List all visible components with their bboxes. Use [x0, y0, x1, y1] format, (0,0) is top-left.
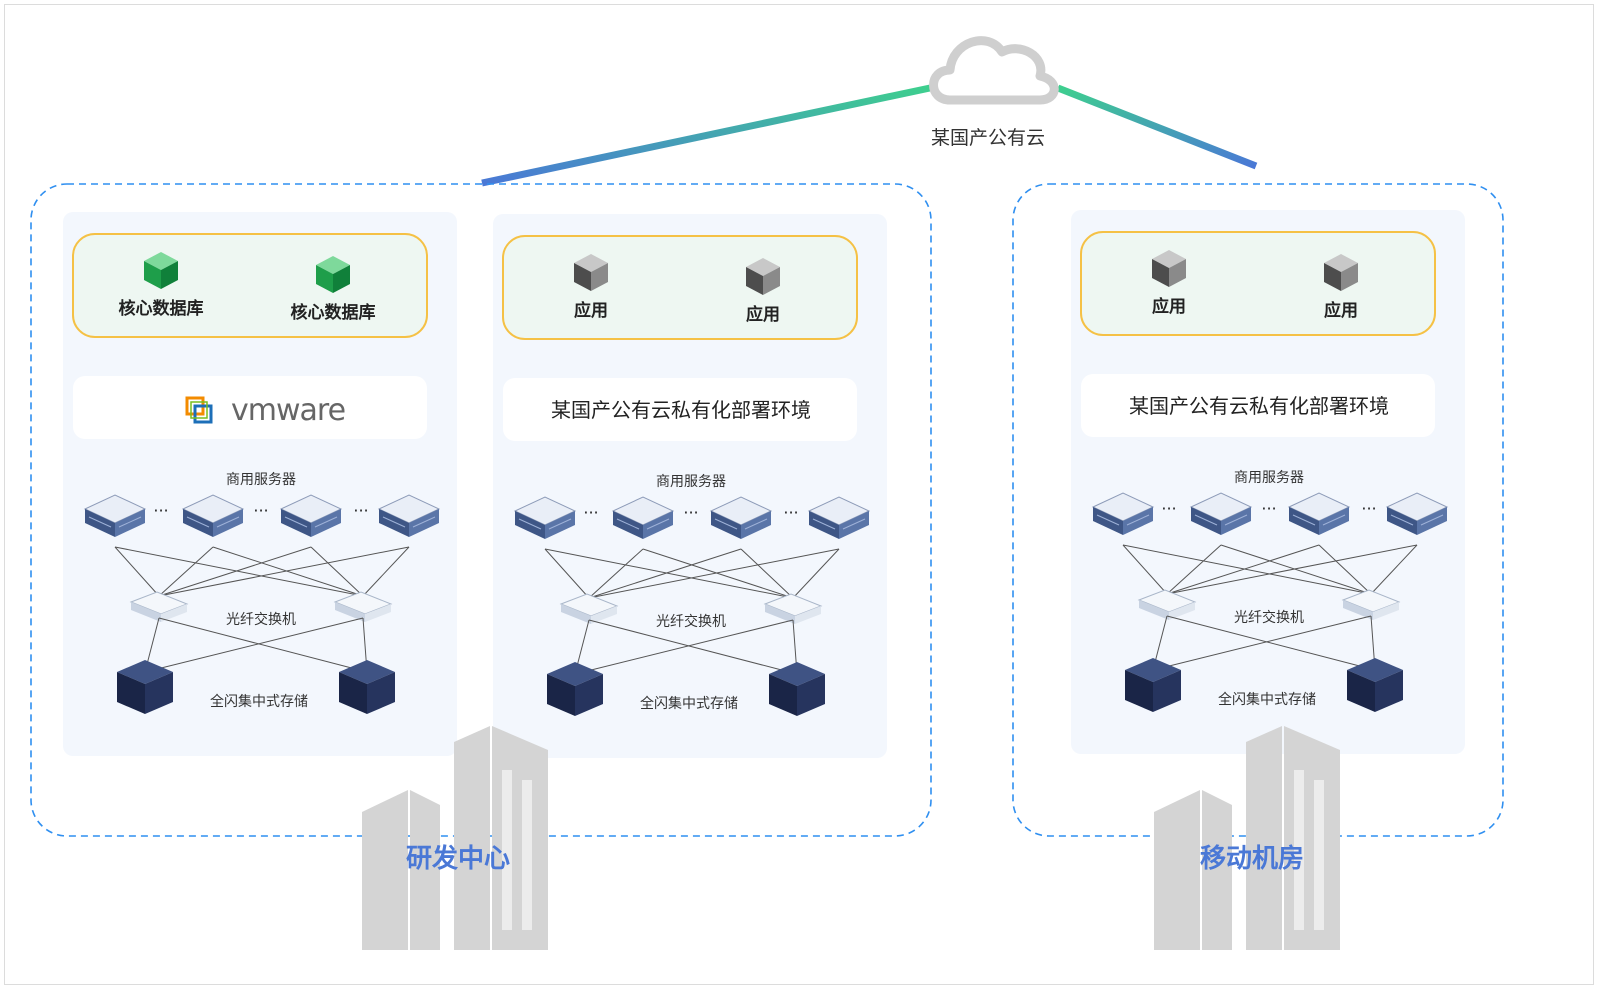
servers-label: 商用服务器 — [226, 472, 296, 488]
ellipsis-glyph: ··· — [253, 501, 268, 520]
platform-box — [503, 378, 857, 441]
top-item-label: 应用 — [574, 300, 608, 321]
building-icon-mobile — [1154, 726, 1340, 950]
site-label-rd: 研发中心 — [406, 843, 510, 874]
ellipsis-glyph: ··· — [583, 503, 598, 522]
image-frame — [4, 4, 1594, 985]
cloud-label: 某国产公有云 — [931, 127, 1045, 149]
switch-label: 光纤交换机 — [656, 613, 726, 630]
site-container-mobile — [1012, 183, 1504, 837]
switch-label: 光纤交换机 — [226, 611, 296, 628]
top-item-label: 应用 — [1324, 300, 1358, 321]
ellipsis-glyph: ··· — [1161, 499, 1176, 518]
platform-box — [1081, 374, 1435, 437]
servers-label: 商用服务器 — [656, 474, 726, 490]
storage-label: 全闪集中式存储 — [210, 693, 308, 710]
platform-label: vmware — [231, 393, 345, 428]
cloud-icon — [929, 36, 1059, 105]
top-item-label: 核心数据库 — [291, 302, 376, 323]
link-rd-to-cloud — [481, 84, 931, 187]
servers-label: 商用服务器 — [1234, 470, 1304, 486]
ellipsis-glyph: ··· — [683, 503, 698, 522]
panel-core-database: 核心数据库 核心数据库 vmware 商用服务器 ··· ··· ··· 光纤交换机全闪集中式… — [63, 212, 457, 756]
top-item-label: 应用 — [746, 304, 780, 325]
platform-box — [73, 376, 427, 439]
switch-label: 光纤交换机 — [1234, 609, 1304, 626]
link-cloud-to-mobile — [1056, 84, 1258, 170]
ellipsis-glyph: ··· — [783, 503, 798, 522]
ellipsis-glyph: ··· — [353, 501, 368, 520]
top-item-label: 应用 — [1152, 296, 1186, 317]
top-item-label: 核心数据库 — [119, 298, 204, 319]
vmware-logo-icon — [185, 396, 213, 424]
fabric-links — [544, 548, 840, 599]
platform-label: 某国产公有云私有化部署环境 — [1129, 394, 1389, 418]
storage-label: 全闪集中式存储 — [640, 695, 738, 712]
storage-label: 全闪集中式存储 — [1218, 691, 1316, 708]
ellipsis-glyph: ··· — [153, 501, 168, 520]
ellipsis-glyph: ··· — [1261, 499, 1276, 518]
fabric-links — [1122, 544, 1418, 595]
fabric-links — [114, 546, 410, 597]
building-icon-rd — [362, 726, 548, 950]
ellipsis-glyph: ··· — [1361, 499, 1376, 518]
site-label-mobile: 移动机房 — [1200, 844, 1304, 874]
top-box — [1080, 231, 1436, 336]
top-box — [502, 235, 858, 340]
platform-label: 某国产公有云私有化部署环境 — [551, 398, 811, 422]
